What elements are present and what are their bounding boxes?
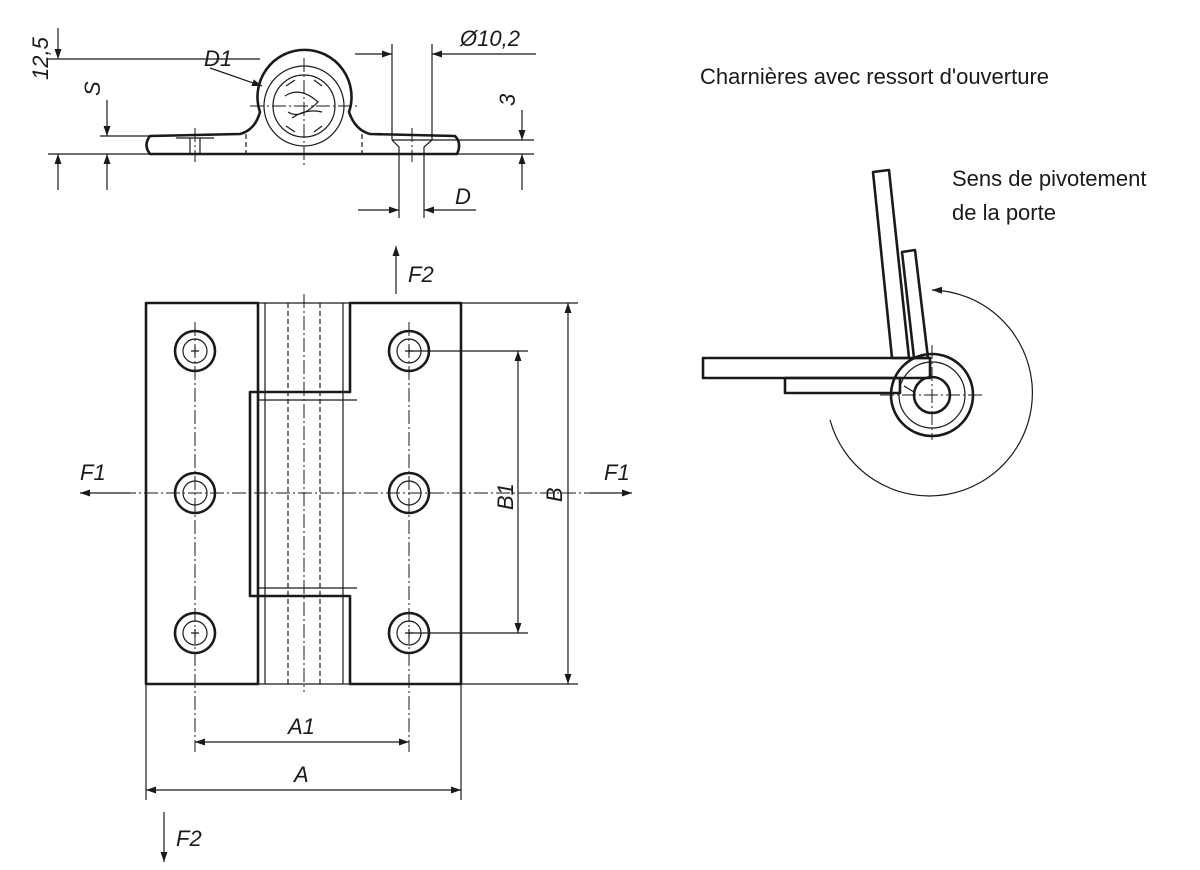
spring-coil-2 bbox=[291, 110, 323, 119]
fixed-leaf-plate bbox=[783, 376, 902, 395]
dim-label-b: B bbox=[542, 487, 567, 502]
dim-label-12-5: 12,5 bbox=[28, 36, 53, 80]
dim-label-b1: B1 bbox=[493, 483, 518, 510]
leader-d1 bbox=[209, 67, 263, 87]
door-leaf-plate bbox=[900, 248, 930, 360]
spring-end bbox=[903, 385, 915, 393]
force-label-f2-top: F2 bbox=[408, 262, 434, 287]
right-leaf bbox=[248, 301, 463, 686]
swing-direction-arc bbox=[829, 286, 1033, 497]
spring-coil bbox=[284, 91, 319, 115]
dim-label-s: S bbox=[80, 81, 105, 96]
force-label-f1-right: F1 bbox=[604, 460, 630, 485]
force-label-f2-bottom: F2 bbox=[176, 826, 202, 851]
dim-label-a: A bbox=[292, 762, 309, 787]
dim-label-d1: D1 bbox=[204, 46, 232, 71]
dim-label-a1: A1 bbox=[286, 714, 315, 739]
door-leaf bbox=[871, 168, 911, 360]
dim-label-3: 3 bbox=[495, 93, 520, 106]
hinge-front-view: F1 F1 F2 F2 A1 A B1 B bbox=[80, 246, 632, 862]
dim-label-counterbore: Ø10,2 bbox=[459, 26, 520, 51]
profile-outline bbox=[145, 48, 461, 156]
force-label-f1-left: F1 bbox=[80, 460, 106, 485]
dim-label-d: D bbox=[455, 184, 471, 209]
hinge-profile-view: 12,5 S D1 Ø10,2 3 D bbox=[28, 26, 536, 218]
door-swing-diagram bbox=[701, 168, 1033, 497]
diagram-title: Charnières avec ressort d'ouverture bbox=[700, 64, 1049, 89]
swing-caption-line1: Sens de pivotement bbox=[952, 166, 1146, 191]
spring-marks bbox=[285, 79, 323, 133]
swing-caption-line2: de la porte bbox=[952, 200, 1056, 225]
